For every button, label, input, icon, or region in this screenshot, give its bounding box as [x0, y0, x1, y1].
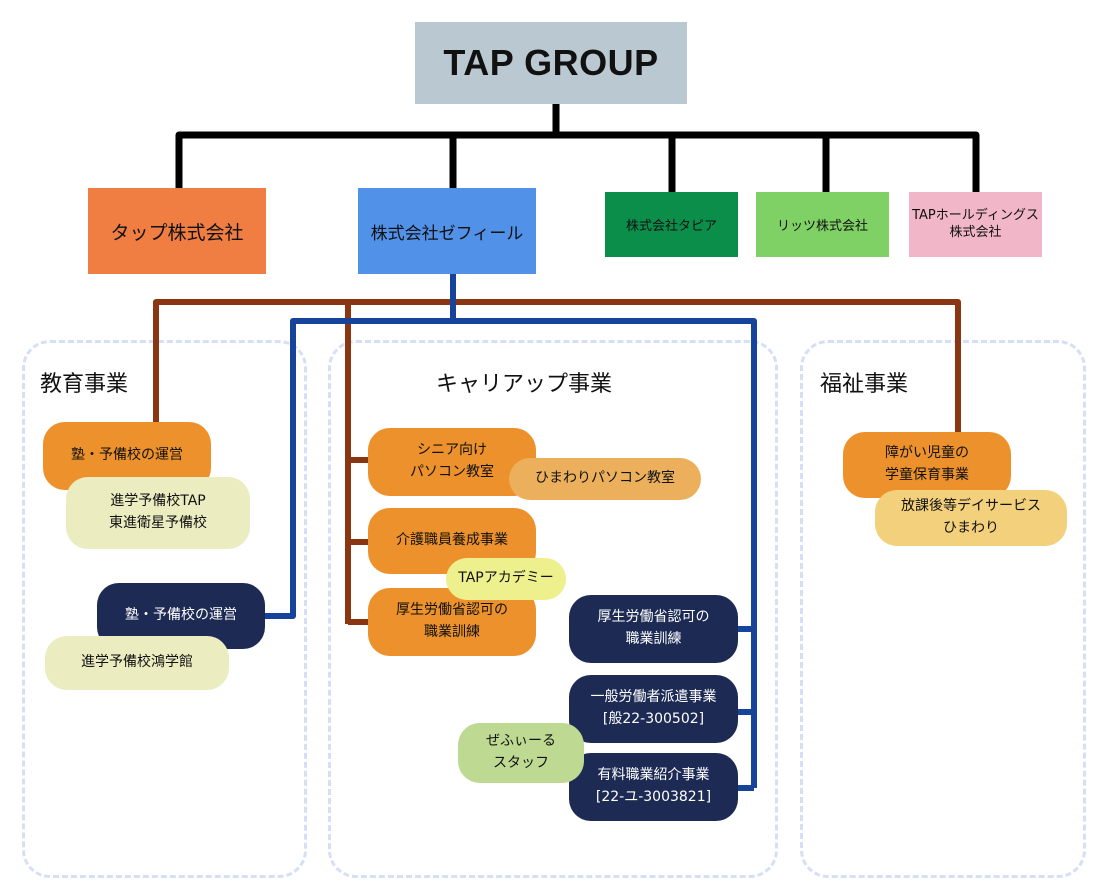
node-label: ぜふぃーる スタッフ: [486, 733, 556, 771]
company-label: TAPホールディングス 株式会社: [912, 208, 1039, 240]
company-label: タップ株式会社: [110, 221, 244, 244]
node-job-placement: 有料職業紹介事業 [22-ユ-3003821]: [569, 753, 738, 821]
node-vocational-training-navy: 厚生労働省認可の 職業訓練: [569, 595, 738, 663]
node-label: ひまわりパソコン教室: [535, 470, 675, 487]
company-label: リッツ株式会社: [776, 219, 868, 234]
node-vocational-training-orange: 厚生労働省認可の 職業訓練: [368, 588, 536, 656]
node-label: 塾・予備校の運営: [71, 447, 183, 464]
node-himawari-day-service: 放課後等デイサービス ひまわり: [875, 490, 1067, 546]
blue-bus: [265, 318, 757, 788]
section-title-career: キャリアップ事業: [436, 372, 613, 397]
node-label: 塾・予備校の運営: [125, 607, 237, 624]
node-label: 一般労働者派遣事業 [般22-300502]: [590, 689, 717, 727]
root-label: TAP GROUP: [443, 42, 659, 83]
company-tapia: 株式会社タピア: [605, 192, 738, 257]
section-frame-welfare: [800, 340, 1086, 878]
company-ritz: リッツ株式会社: [756, 192, 889, 257]
node-label: 放課後等デイサービス ひまわり: [901, 498, 1041, 536]
node-label: 進学予備校TAP 東進衛星予備校: [109, 493, 207, 531]
company-bus: [175, 131, 980, 192]
node-himawari-pc-class: ひまわりパソコン教室: [509, 458, 701, 500]
node-label: 進学予備校鴻学館: [81, 654, 193, 671]
root-node-tap-group: TAP GROUP: [415, 22, 687, 104]
node-worker-dispatch: 一般労働者派遣事業 [般22-300502]: [569, 675, 738, 743]
node-label: 障がい児童の 学童保育事業: [885, 445, 969, 483]
company-label: 株式会社タピア: [625, 219, 717, 234]
node-label: 厚生労働省認可の 職業訓練: [597, 609, 710, 647]
company-tap-holdings: TAPホールディングス 株式会社: [909, 192, 1042, 257]
node-senior-pc-class: シニア向け パソコン教室: [368, 428, 536, 496]
node-tap-academy: TAPアカデミー: [446, 558, 566, 600]
brown-bus: [153, 299, 961, 434]
section-frame-education: [22, 340, 307, 878]
company-tap: タップ株式会社: [88, 188, 266, 274]
company-label: 株式会社ゼフィール: [370, 223, 524, 244]
node-kogakukan-school: 進学予備校鴻学館: [45, 636, 229, 690]
node-label: TAPアカデミー: [458, 570, 554, 587]
node-tap-toshin-schools: 進学予備校TAP 東進衛星予備校: [66, 477, 250, 549]
section-frame-career: [328, 340, 778, 878]
node-zephyr-staff: ぜふぃーる スタッフ: [458, 723, 584, 783]
node-child-afterschool-care: 障がい児童の 学童保育事業: [843, 432, 1011, 498]
node-label: 介護職員養成事業: [396, 532, 508, 549]
node-label: 有料職業紹介事業 [22-ユ-3003821]: [595, 767, 712, 805]
section-title-education: 教育事業: [40, 372, 129, 397]
node-label: 厚生労働省認可の 職業訓練: [396, 602, 508, 640]
node-label: シニア向け パソコン教室: [410, 442, 494, 480]
company-zephyr: 株式会社ゼフィール: [358, 188, 536, 274]
section-title-welfare: 福祉事業: [820, 372, 909, 397]
